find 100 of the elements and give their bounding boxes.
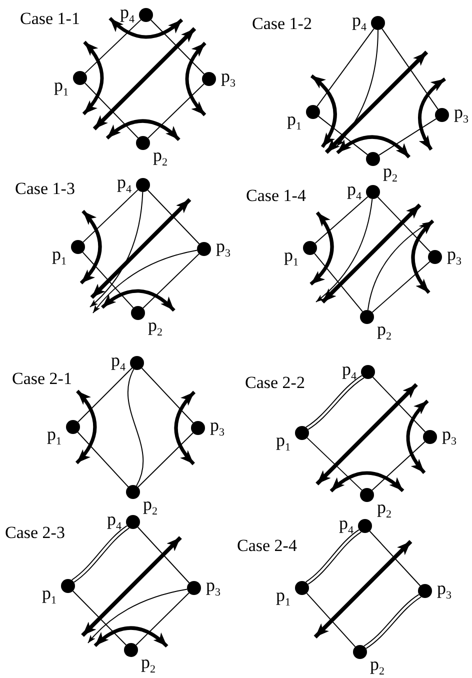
line — [147, 190, 200, 244]
line — [314, 196, 368, 244]
line — [142, 253, 200, 309]
line — [82, 189, 138, 243]
point-dot — [423, 430, 437, 444]
point-dot — [360, 488, 374, 502]
point-label: p$_{3}$ — [210, 416, 224, 441]
point-label: p$_{3}$ — [206, 576, 220, 601]
curved-arrow — [336, 30, 378, 146]
point-label: p$_{1}$ — [47, 425, 62, 450]
point-dot — [73, 71, 87, 85]
point-label: p$_{2}$ — [383, 162, 398, 187]
point-label: p$_{4}$ — [347, 180, 362, 205]
curved-line — [128, 368, 144, 486]
line — [378, 118, 437, 156]
line — [306, 437, 362, 491]
curved-arrow — [90, 192, 144, 308]
point-dot — [197, 242, 211, 256]
point-dot — [371, 16, 385, 30]
point-dot — [306, 105, 320, 119]
line — [377, 196, 431, 252]
line — [77, 367, 133, 423]
point-label: p$_{2}$ — [153, 146, 168, 171]
line — [82, 252, 134, 308]
point-label: p$_{4}$ — [117, 173, 132, 198]
point-dot — [136, 178, 150, 192]
case-label: Case 1-1 — [20, 10, 80, 28]
line — [372, 441, 426, 491]
double-line — [305, 529, 362, 585]
point-dot — [435, 108, 449, 122]
point-dot — [295, 581, 309, 595]
case-label: Case 2-1 — [12, 370, 72, 388]
point-dot — [202, 72, 216, 86]
point-label: p$_{3}$ — [442, 425, 456, 450]
line — [314, 252, 363, 312]
point-dot — [130, 356, 144, 370]
point-dot — [366, 152, 380, 166]
case-label: Case 1-4 — [246, 187, 306, 205]
point-label: p$_{2}$ — [377, 320, 392, 345]
line — [306, 592, 356, 648]
point-label: p$_{1}$ — [284, 246, 298, 271]
line — [141, 368, 194, 424]
point-dot — [61, 579, 75, 593]
double-line — [71, 525, 130, 583]
line — [84, 19, 142, 74]
point-label: p$_{4}$ — [342, 360, 356, 385]
point-dot — [71, 240, 85, 254]
point-label: p$_{4}$ — [352, 11, 366, 36]
point-label: p$_{1}$ — [52, 245, 66, 270]
point-label: p$_{2}$ — [377, 498, 392, 523]
line — [372, 376, 426, 432]
point-dot — [361, 365, 375, 379]
case-label: Case 1-2 — [252, 15, 312, 33]
point-dot — [136, 136, 150, 150]
point-label: p$_{3}$ — [216, 237, 230, 262]
point-label: p$_{2}$ — [370, 655, 384, 678]
point-label: p$_{3}$ — [454, 103, 468, 128]
point-label: p$_{4}$ — [111, 351, 126, 376]
line — [136, 592, 190, 646]
point-label: p$_{1}$ — [276, 586, 290, 611]
line — [372, 261, 430, 313]
line — [316, 28, 374, 107]
curved-arrow — [88, 588, 188, 644]
line — [318, 116, 368, 156]
point-dot — [131, 306, 145, 320]
point-label: p$_{2}$ — [148, 316, 162, 341]
point-dot — [360, 310, 374, 324]
line — [150, 20, 205, 74]
point-dot — [191, 421, 205, 435]
point-label: p$_{1}$ — [287, 110, 302, 135]
point-label: p$_{3}$ — [447, 245, 462, 270]
line — [84, 82, 139, 138]
point-label: p$_{1}$ — [54, 76, 68, 101]
line — [72, 590, 127, 646]
point-dot — [366, 185, 380, 199]
point-dot — [353, 645, 367, 659]
point-dot — [139, 8, 153, 22]
line — [138, 432, 194, 488]
double-line — [306, 375, 364, 430]
point-dot — [66, 420, 80, 434]
case-label: Case 2-3 — [5, 524, 65, 542]
point-label: p$_{3}$ — [437, 579, 452, 604]
line — [369, 530, 421, 586]
line — [382, 28, 438, 110]
curved-arrow — [316, 198, 373, 302]
curved-arrow — [367, 222, 430, 311]
case-label: Case 2-2 — [245, 374, 305, 392]
point-label: p$_{2}$ — [141, 653, 156, 678]
point-label: p$_{4}$ — [120, 3, 134, 28]
point-dot — [428, 250, 442, 264]
point-label: p$_{3}$ — [221, 67, 236, 92]
curved-arrow — [92, 250, 198, 314]
point-label: p$_{4}$ — [339, 514, 354, 539]
point-dot — [295, 426, 309, 440]
case-label: Case 2-4 — [237, 537, 297, 555]
point-label: p$_{2}$ — [143, 495, 158, 520]
line — [137, 526, 190, 584]
point-dot — [187, 581, 201, 595]
point-dot — [303, 241, 317, 255]
point-dot — [418, 584, 432, 598]
